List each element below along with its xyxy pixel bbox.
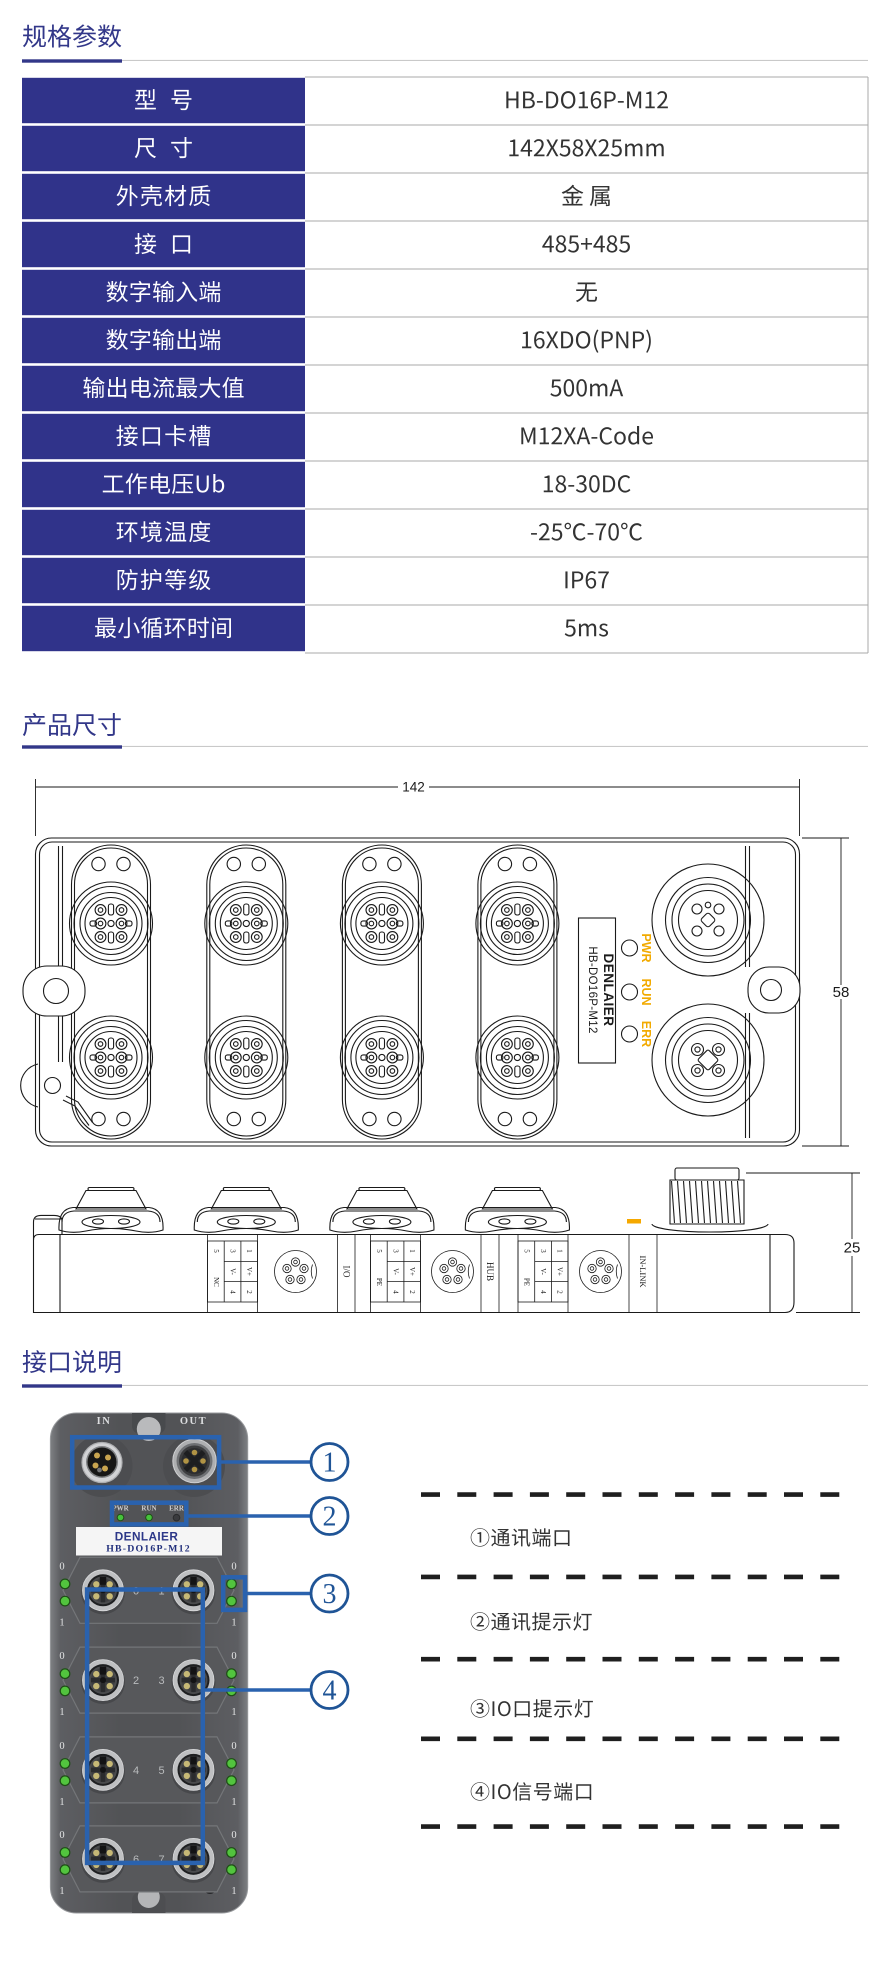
svg-text:25: 25 bbox=[844, 1240, 861, 1257]
svg-text:6: 6 bbox=[133, 1854, 139, 1866]
svg-text:PE: PE bbox=[522, 1278, 530, 1286]
svg-text:4: 4 bbox=[392, 1290, 400, 1294]
svg-text:0: 0 bbox=[231, 1651, 236, 1662]
svg-text:1: 1 bbox=[59, 1617, 64, 1628]
svg-text:3: 3 bbox=[539, 1249, 547, 1253]
svg-text:2: 2 bbox=[133, 1675, 139, 1687]
svg-text:DENLAIER: DENLAIER bbox=[601, 953, 616, 1026]
svg-text:1: 1 bbox=[323, 1448, 337, 1479]
svg-text:58: 58 bbox=[833, 984, 850, 1001]
svg-text:1: 1 bbox=[59, 1797, 64, 1808]
svg-text:142: 142 bbox=[402, 780, 425, 795]
svg-text:V-: V- bbox=[229, 1268, 237, 1275]
svg-text:5: 5 bbox=[158, 1765, 164, 1777]
svg-text:V+: V+ bbox=[556, 1267, 564, 1276]
svg-text:3: 3 bbox=[392, 1249, 400, 1253]
svg-text:1: 1 bbox=[408, 1249, 416, 1253]
svg-text:PE: PE bbox=[375, 1278, 383, 1286]
svg-text:1: 1 bbox=[231, 1797, 236, 1808]
svg-text:7: 7 bbox=[158, 1854, 164, 1866]
svg-text:RUN: RUN bbox=[639, 978, 653, 1005]
svg-text:OUT: OUT bbox=[180, 1416, 207, 1427]
svg-text:1: 1 bbox=[59, 1886, 64, 1897]
svg-text:V+: V+ bbox=[245, 1267, 253, 1276]
svg-text:3: 3 bbox=[158, 1675, 164, 1687]
svg-text:0: 0 bbox=[231, 1830, 236, 1841]
svg-text:0: 0 bbox=[59, 1830, 64, 1841]
svg-text:0: 0 bbox=[231, 1561, 236, 1572]
svg-text:V-: V- bbox=[539, 1268, 547, 1275]
svg-text:PWR: PWR bbox=[112, 1505, 129, 1513]
svg-text:HUB: HUB bbox=[485, 1262, 495, 1281]
svg-text:V+: V+ bbox=[408, 1267, 416, 1276]
svg-text:I/O: I/O bbox=[341, 1266, 351, 1278]
svg-text:5: 5 bbox=[522, 1249, 530, 1253]
svg-text:2: 2 bbox=[408, 1290, 416, 1294]
svg-text:0: 0 bbox=[59, 1741, 64, 1752]
svg-text:1: 1 bbox=[59, 1707, 64, 1718]
svg-text:2: 2 bbox=[556, 1290, 564, 1294]
svg-text:1: 1 bbox=[231, 1886, 236, 1897]
svg-text:5: 5 bbox=[375, 1249, 383, 1253]
svg-text:HB-DO16P-M12: HB-DO16P-M12 bbox=[106, 1544, 191, 1555]
svg-text:1: 1 bbox=[231, 1617, 236, 1628]
svg-text:ERR: ERR bbox=[639, 1021, 653, 1047]
svg-text:0: 0 bbox=[231, 1741, 236, 1752]
svg-text:PWR: PWR bbox=[639, 933, 653, 962]
svg-text:NC: NC bbox=[212, 1277, 220, 1287]
svg-text:1: 1 bbox=[231, 1707, 236, 1718]
svg-text:V-: V- bbox=[392, 1268, 400, 1275]
svg-text:HB-DO16P-M12: HB-DO16P-M12 bbox=[586, 946, 598, 1033]
svg-text:0: 0 bbox=[59, 1561, 64, 1572]
svg-text:4: 4 bbox=[539, 1290, 547, 1294]
svg-text:2: 2 bbox=[323, 1502, 337, 1533]
svg-text:4: 4 bbox=[323, 1676, 337, 1707]
svg-text:IN-LINK: IN-LINK bbox=[638, 1255, 648, 1288]
svg-text:1: 1 bbox=[245, 1249, 253, 1253]
svg-text:DENLAIER: DENLAIER bbox=[115, 1530, 179, 1544]
svg-text:5: 5 bbox=[212, 1249, 220, 1253]
svg-text:4: 4 bbox=[133, 1765, 139, 1777]
svg-text:1: 1 bbox=[556, 1249, 564, 1253]
svg-text:4: 4 bbox=[229, 1290, 237, 1294]
svg-text:2: 2 bbox=[245, 1290, 253, 1294]
svg-text:IN: IN bbox=[97, 1416, 112, 1427]
svg-text:3: 3 bbox=[229, 1249, 237, 1253]
svg-text:ERR: ERR bbox=[169, 1505, 185, 1513]
svg-text:3: 3 bbox=[323, 1579, 337, 1610]
svg-text:RUN: RUN bbox=[141, 1505, 156, 1513]
svg-text:0: 0 bbox=[59, 1651, 64, 1662]
